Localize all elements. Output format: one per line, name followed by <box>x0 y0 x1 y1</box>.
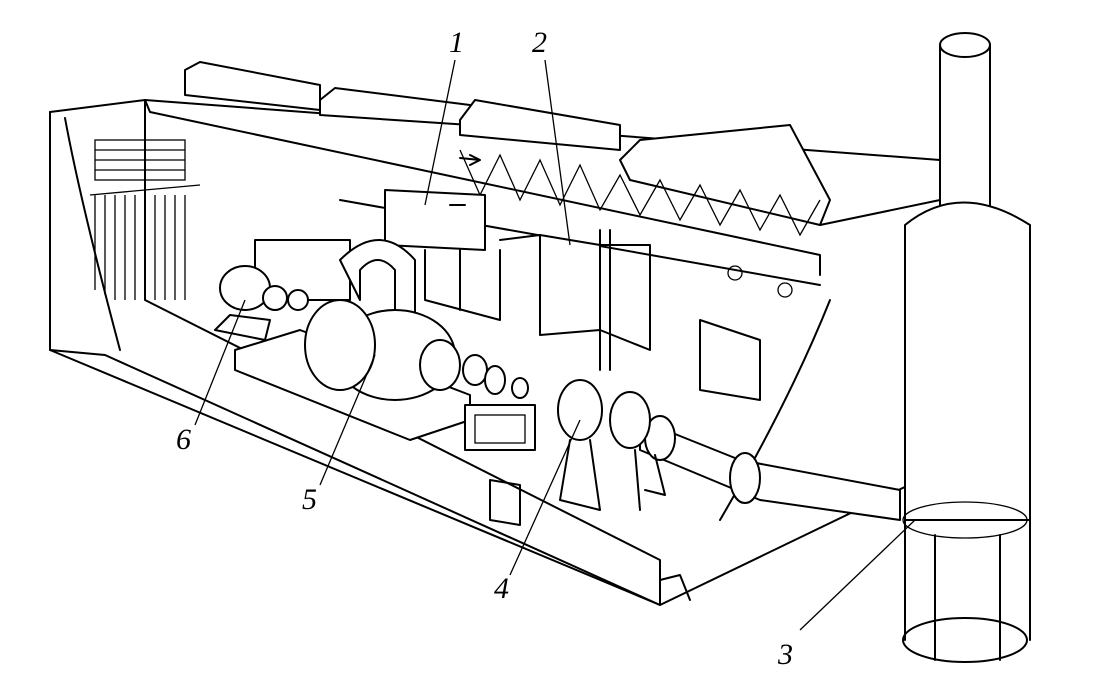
leader-1 <box>424 59 456 206</box>
leader-6 <box>194 299 246 426</box>
leader-lines <box>194 59 916 631</box>
roof-panels <box>144 61 831 286</box>
equipment-blocks <box>384 154 793 401</box>
callout-4: 4 <box>494 572 509 605</box>
callout-3: 3 <box>778 638 793 671</box>
callout-1: 1 <box>449 26 464 59</box>
callout-6: 6 <box>176 423 191 456</box>
callout-5: 5 <box>302 483 317 516</box>
compressor-and-duct <box>557 379 901 521</box>
leader-2 <box>544 59 571 246</box>
leader-5 <box>319 354 376 486</box>
leader-4 <box>509 419 581 576</box>
exhaust-stack <box>902 32 1031 663</box>
callout-2: 2 <box>532 26 547 59</box>
leader-3 <box>799 519 916 631</box>
